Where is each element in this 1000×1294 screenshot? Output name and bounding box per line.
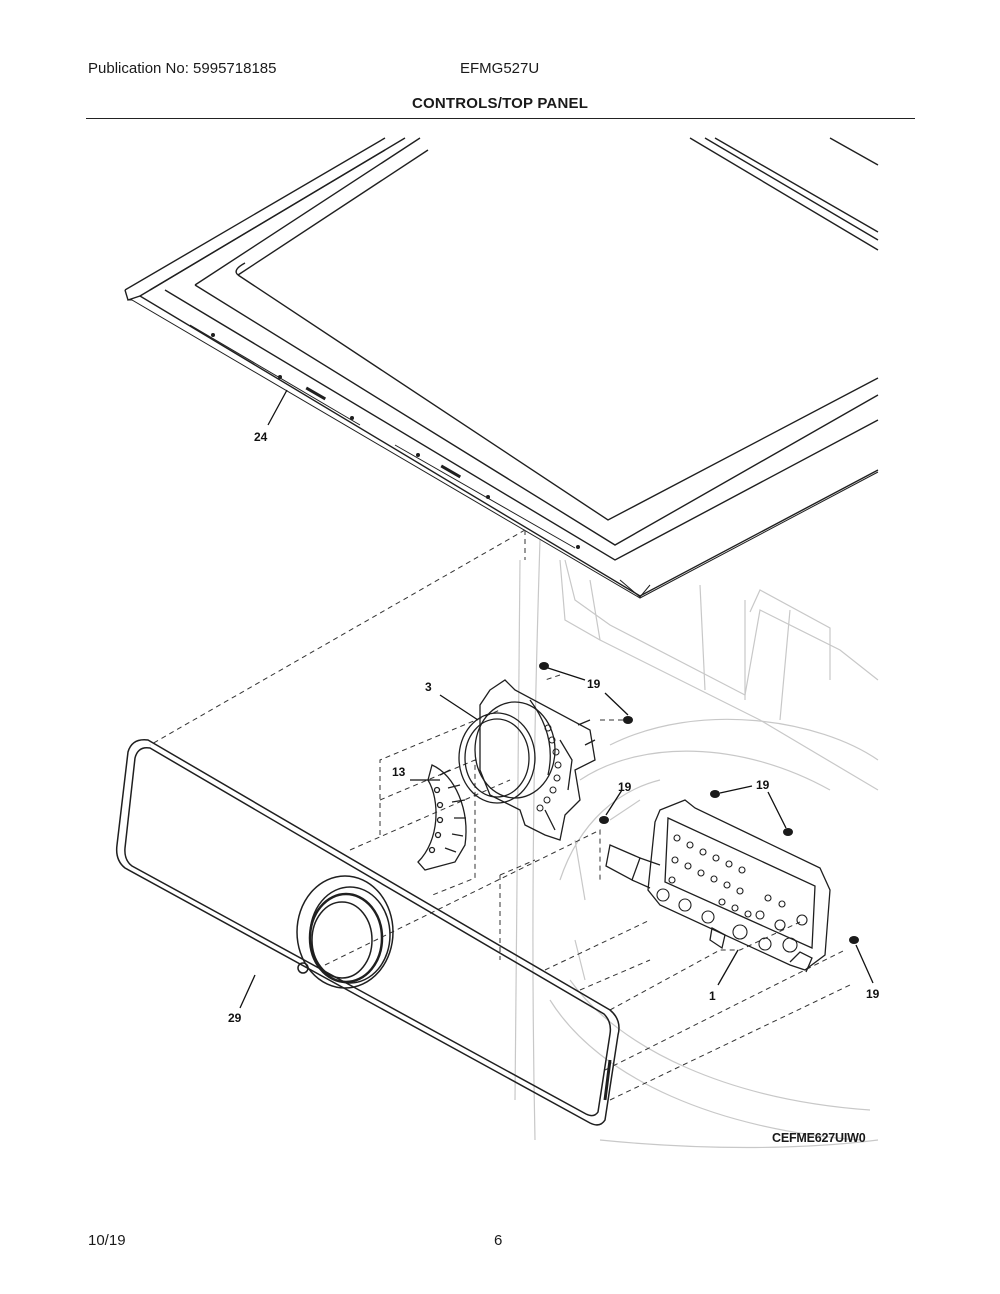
callout-13: 13	[392, 765, 406, 779]
footer-date: 10/19	[88, 1232, 126, 1249]
publication-number: Publication No: 5995718185	[88, 60, 277, 77]
selector-knob-assembly	[458, 679, 596, 841]
leader-lines	[239, 389, 874, 1009]
page-number: 6	[494, 1232, 503, 1249]
assembly-lines	[149, 529, 851, 1101]
top-panel	[124, 137, 879, 599]
console-panel	[115, 739, 620, 1126]
callout-3: 3	[425, 680, 432, 694]
board-buttons	[656, 834, 808, 953]
page-title: CONTROLS/TOP PANEL	[411, 95, 589, 112]
callout-29: 29	[228, 1011, 242, 1025]
light-pipe	[417, 764, 467, 871]
knob-contacts	[536, 724, 562, 812]
diagram-code: CEFME627UIW0	[772, 1131, 866, 1145]
callout-19-board-bottom: 19	[866, 987, 880, 1001]
title-rule	[86, 118, 915, 119]
callout-19-knob-top: 19	[587, 677, 601, 691]
screw-icons	[539, 662, 859, 944]
callout-24: 24	[254, 430, 268, 444]
callout-1: 1	[709, 989, 716, 1003]
control-board	[605, 799, 831, 973]
callout-19-knob-bottom: 19	[618, 780, 632, 794]
top-panel-holes	[211, 333, 580, 549]
callout-19-board-top: 19	[756, 778, 770, 792]
cabinet-outline	[514, 539, 879, 1149]
model-number: EFMG527U	[460, 60, 540, 77]
